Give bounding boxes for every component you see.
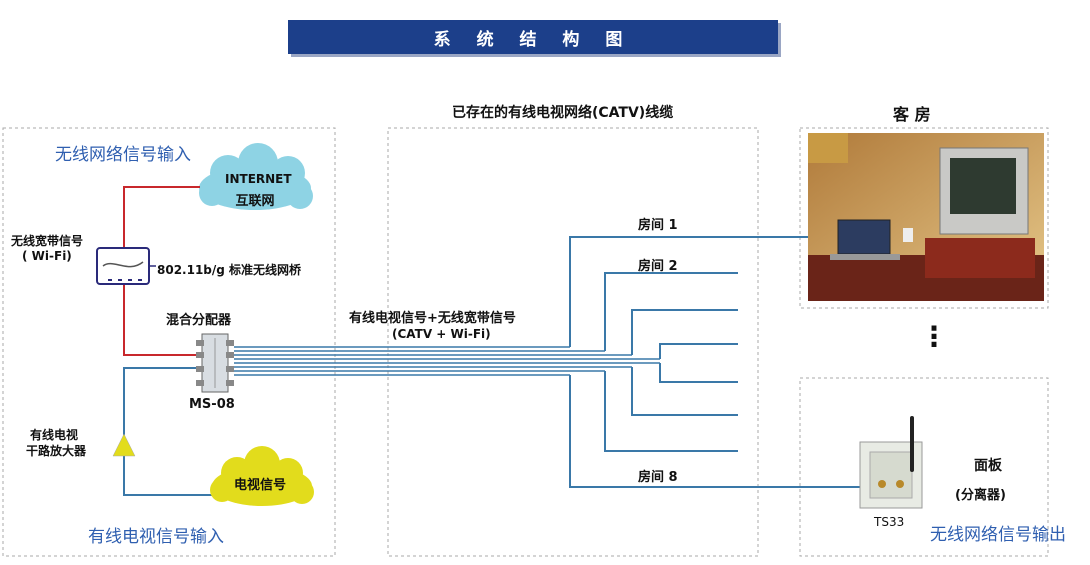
more-rooms-ellipsis: ⋮ [920,320,948,353]
catv-input-label: 有线电视信号输入 [88,527,224,547]
internet-line [123,186,200,248]
internet-label: INTERNET [225,172,292,186]
headend-region [2,127,336,557]
wall-panel-icon [859,416,923,509]
title-bar: 系 统 结 构 图 [288,20,778,54]
tv-signal-label: 电视信号 [234,478,287,493]
panel-model-label: TS33 [874,515,905,529]
cable-section-title: 已存在的有线电视网络(CATV)线缆 [452,105,674,121]
panel-sub-label: (分离器) [955,488,1006,503]
cable-bundle [234,346,660,376]
branch-room-8 [569,375,865,488]
amplifier-icon [112,433,136,457]
room-region [799,127,1049,309]
room-8-label: 房间 8 [638,470,678,485]
cable-region [387,127,759,557]
wireless-bridge-icon [96,247,156,285]
room-branches [569,236,865,488]
tv-signal-cloud-icon [210,446,314,506]
branch-room-2 [604,272,738,351]
panel-region [799,377,1049,557]
mixer-splitter-icon [196,333,234,393]
wifi-label: ( Wi-Fi) [22,249,72,263]
branch-room-5 [659,363,738,383]
guest-room-title: 客 房 [893,105,931,124]
amplifier-label-1: 有线电视 [30,428,79,442]
bridge-label: 802.11b/g 标准无线网桥 [157,263,302,277]
branch-room-3 [631,309,738,355]
wireless-input-label: 无线网络信号输入 [55,145,191,165]
mixer-model-label: MS-08 [189,397,235,412]
internet-cloud-icon [199,143,313,210]
branch-room-1 [569,236,808,347]
guest-room-photo [808,133,1044,301]
wireless-output-label: 无线网络信号输出 [930,525,1066,545]
catv-input-line [123,367,215,496]
amplifier-label-2: 干路放大器 [26,444,87,458]
combined-signal-label: 有线电视信号+无线宽带信号 [349,311,516,326]
room-2-label: 房间 2 [638,259,678,274]
combined-signal-sub-label: (CATV + Wi-Fi) [392,327,491,341]
branch-room-4 [659,343,738,359]
branch-room-7 [604,371,738,452]
mixer-label: 混合分配器 [166,313,232,328]
branch-room-6 [631,367,738,416]
panel-label: 面板 [974,458,1002,474]
page-title: 系 统 结 构 图 [433,29,633,50]
room-1-label: 房间 1 [638,218,678,233]
bridge-to-mixer-line [123,284,198,356]
internet-cn-label: 互联网 [235,194,275,209]
broadband-label: 无线宽带信号 [11,234,84,248]
